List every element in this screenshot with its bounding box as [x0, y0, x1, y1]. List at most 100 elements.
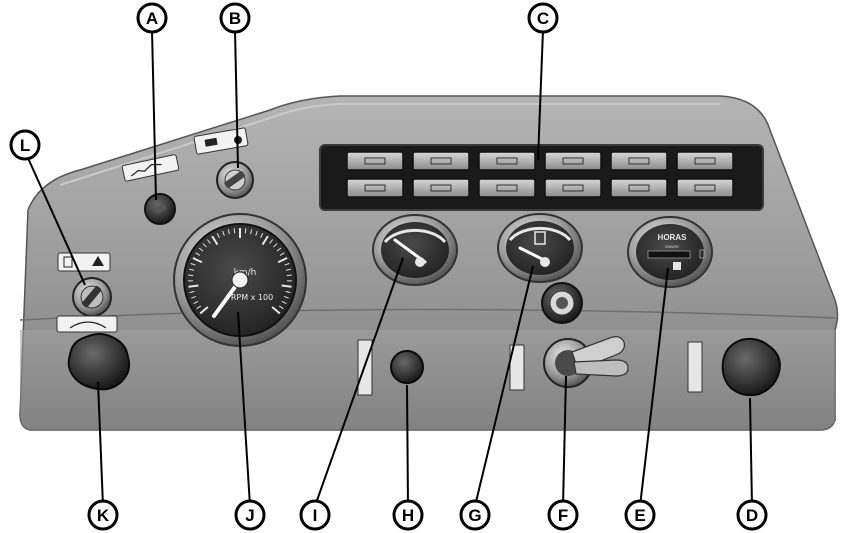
warning-symbol-icon — [364, 157, 386, 165]
svg-text:E: E — [634, 506, 645, 525]
knob-d[interactable] — [687, 337, 781, 397]
warning-light-10 — [544, 178, 602, 198]
speedometer-tick — [279, 252, 285, 256]
warning-light-6 — [676, 151, 734, 171]
callout-c: C — [527, 2, 559, 34]
knob-k[interactable] — [67, 333, 131, 391]
speedometer-tick — [261, 235, 269, 246]
svg-text:A: A — [146, 9, 158, 28]
speedometer-tick — [284, 263, 290, 266]
warning-light-2 — [412, 151, 470, 171]
svg-text:J: J — [245, 506, 254, 525]
speedometer-tick — [216, 233, 220, 238]
fuel-gauge-g — [497, 213, 583, 283]
warning-light-1 — [346, 151, 404, 171]
warning-light-3 — [478, 151, 536, 171]
speedometer-tick — [211, 235, 219, 246]
svg-text:H: H — [402, 506, 414, 525]
speedometer-tick — [199, 306, 209, 315]
speedometer-tick — [281, 284, 292, 288]
warning-symbol-icon — [628, 157, 650, 165]
hour-meter-brand: VAWRE — [665, 244, 680, 249]
warning-light-11 — [610, 178, 668, 198]
warning-symbol-icon — [694, 184, 716, 192]
speedometer-tick — [198, 247, 204, 252]
warning-symbol-icon — [364, 184, 386, 192]
warning-light-9 — [478, 178, 536, 198]
speedometer-unit-label: km/h — [234, 268, 257, 278]
svg-text:C: C — [537, 9, 549, 28]
speedometer-tick — [227, 229, 230, 235]
speedometer-tick — [276, 247, 282, 252]
hour-meter-e: HORAS VAWRE — [627, 216, 713, 288]
speedometer-tick — [269, 239, 274, 244]
temperature-gauge-i — [372, 214, 458, 286]
warning-symbol-icon — [496, 184, 518, 192]
speedometer-tick — [188, 284, 199, 288]
warning-symbol-icon — [562, 157, 584, 165]
warning-symbol-icon — [694, 157, 716, 165]
svg-text:G: G — [468, 506, 481, 525]
speedometer-tick — [283, 295, 289, 299]
speedometer-tick — [278, 305, 284, 310]
speedometer-tick — [206, 239, 211, 244]
callout-h: H — [392, 499, 424, 531]
callout-l: L — [9, 129, 41, 161]
switch-a[interactable] — [121, 154, 180, 225]
leader-lines — [27, 29, 753, 507]
switch-l[interactable] — [56, 252, 118, 333]
speedometer-tick — [281, 300, 287, 305]
ignition-f[interactable] — [509, 282, 629, 391]
speedometer-tick — [191, 295, 197, 299]
warning-light-8 — [412, 178, 470, 198]
callout-g: G — [459, 499, 491, 531]
callout-k: K — [87, 499, 119, 531]
speedometer-tick — [271, 306, 281, 315]
key-switch-b[interactable] — [193, 127, 254, 199]
callout-b: B — [219, 2, 251, 34]
warning-symbol-icon — [496, 157, 518, 165]
speedometer-tick — [244, 228, 247, 234]
speedometer-j: km/h RPM x 100 — [173, 213, 307, 347]
speedometer-tick — [189, 268, 195, 271]
speedometer-tick — [250, 229, 253, 235]
speedometer-tick — [285, 268, 291, 271]
svg-text:K: K — [97, 506, 110, 525]
warning-light-5 — [610, 151, 668, 171]
speedometer-tick — [260, 233, 264, 238]
callout-a: A — [136, 2, 168, 34]
svg-text:L: L — [20, 136, 30, 155]
warning-symbol-icon — [430, 157, 452, 165]
speedometer-tick — [222, 230, 225, 236]
speedometer-tick — [233, 228, 236, 234]
speedometer-rpm-label: RPM x 100 — [231, 293, 273, 302]
callout-j: J — [234, 499, 266, 531]
callout-f: F — [547, 499, 579, 531]
warning-symbol-icon — [562, 184, 584, 192]
speedometer-tick — [255, 230, 258, 236]
svg-text:I: I — [313, 506, 318, 525]
speedometer-tick — [277, 257, 288, 264]
speedometer-tick — [195, 252, 201, 256]
callout-i: I — [299, 499, 331, 531]
speedometer-tick — [285, 290, 291, 294]
svg-text:B: B — [229, 9, 241, 28]
speedometer-tick — [190, 263, 196, 266]
warning-light-buttons — [346, 151, 734, 198]
speedometer-tick — [189, 290, 195, 294]
speedometer-tick — [196, 305, 202, 310]
svg-text:D: D — [746, 506, 758, 525]
callout-d: D — [736, 499, 768, 531]
callout-e: E — [624, 499, 656, 531]
speedometer-tick — [192, 257, 203, 264]
warning-light-7 — [346, 178, 404, 198]
svg-text:F: F — [558, 506, 568, 525]
speedometer-tick — [202, 243, 207, 248]
warning-light-4 — [544, 151, 602, 171]
warning-symbol-icon — [628, 184, 650, 192]
speedometer-tick — [193, 300, 199, 305]
speedometer-tick — [273, 243, 278, 248]
warning-symbol-icon — [430, 184, 452, 192]
hour-meter-title: HORAS — [658, 233, 688, 242]
